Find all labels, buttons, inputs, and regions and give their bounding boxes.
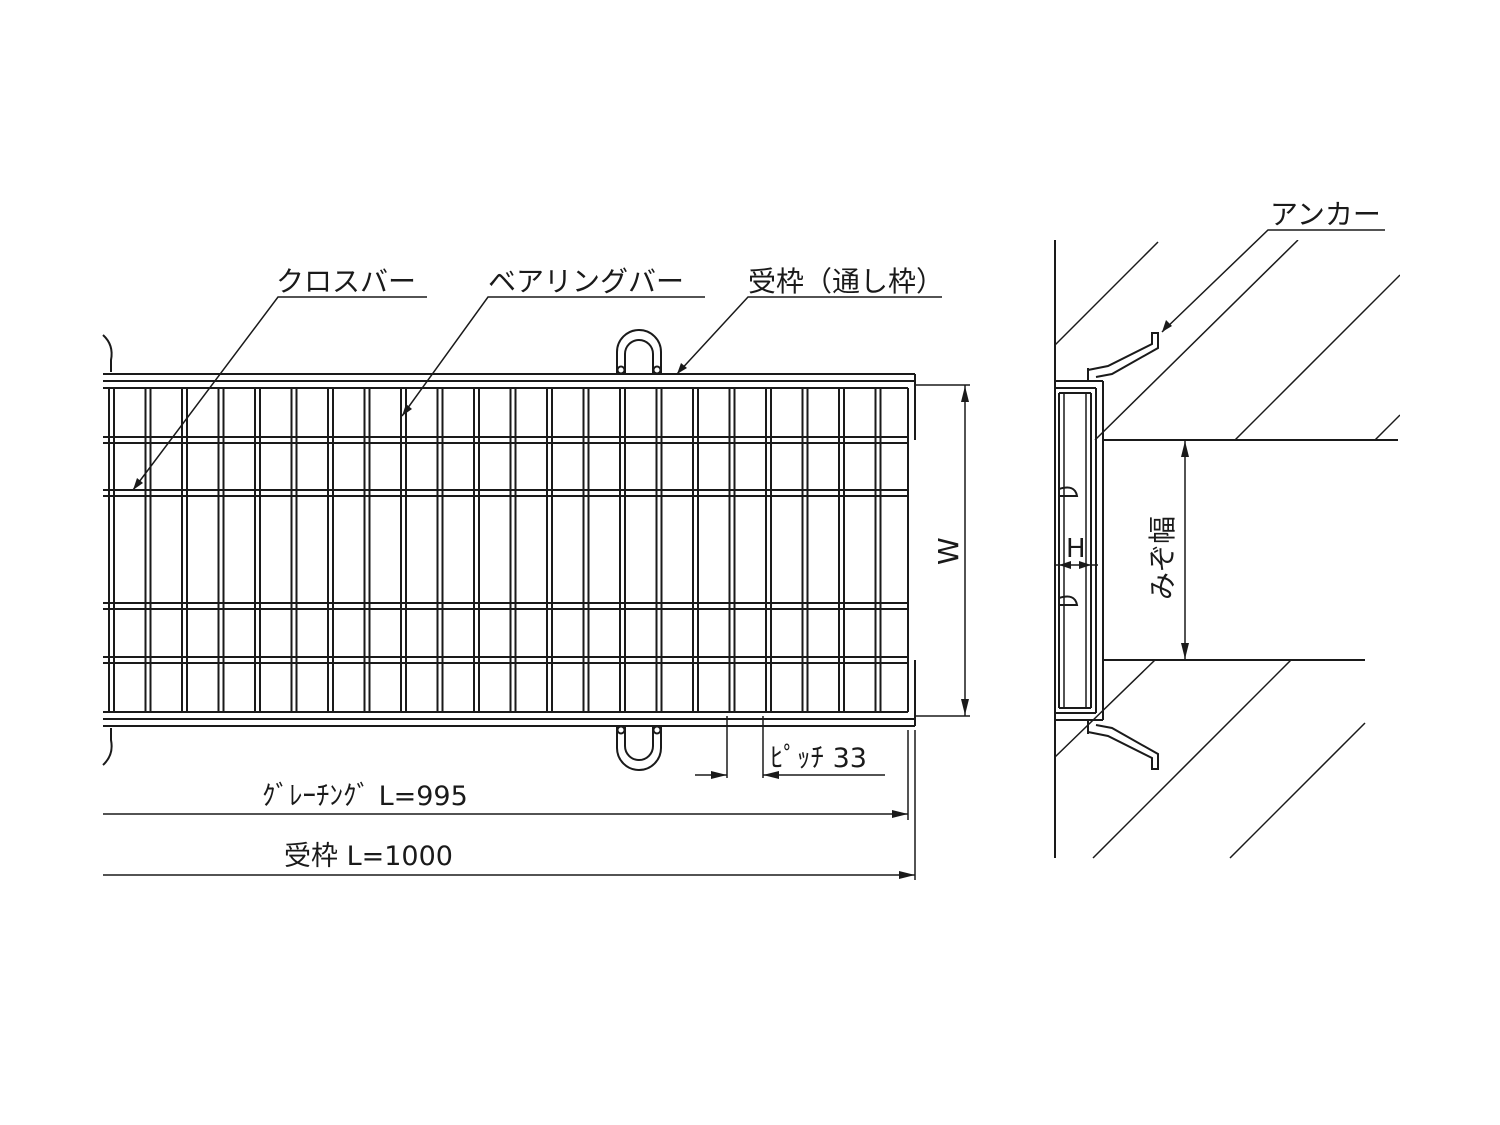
frame-rails [103, 373, 916, 727]
anchor-leader [1161, 229, 1385, 333]
label-height: H [1066, 534, 1086, 564]
label-anchor: アンカー [1270, 198, 1381, 231]
frame-length-dimension [103, 730, 916, 880]
cross-bars [103, 436, 908, 664]
anchor-top [1087, 332, 1159, 378]
leader-lines [132, 296, 942, 491]
label-frame: 受枠（通し枠） [748, 265, 944, 298]
label-grating-length: ｸﾞﾚｰﾁﾝｸﾞ L=995 [262, 781, 468, 812]
bearing-bars [108, 388, 882, 712]
plan-view [102, 296, 970, 880]
lift-handle-top [616, 329, 662, 375]
concrete-hatch-upper [1055, 240, 1400, 441]
left-lift-hook-bottom [102, 728, 113, 766]
label-cross-bar: クロスバー [276, 265, 416, 298]
frame-section [1055, 368, 1104, 734]
left-lift-hook-top [102, 334, 113, 372]
grating-length-dimension [103, 730, 909, 820]
concrete-hatch-lower [1055, 660, 1366, 859]
channel-width-dimension [1181, 441, 1189, 659]
grating-section [1058, 392, 1092, 709]
concrete-outline [1054, 240, 1398, 858]
label-frame-length: 受枠 L=1000 [284, 841, 453, 872]
section-view [1054, 229, 1400, 859]
label-channel-width: みぞ幅 [1146, 516, 1179, 600]
pitch-dimension [695, 716, 885, 779]
label-bearing-bar: ベアリングバー [488, 265, 684, 298]
width-dimension [915, 384, 970, 717]
label-width: W [932, 537, 965, 565]
label-pitch: ﾋﾟｯﾁ 33 [770, 743, 867, 774]
anchor-bottom [1087, 724, 1159, 770]
height-dimension [1055, 561, 1098, 569]
lift-handle-bottom [616, 725, 662, 771]
